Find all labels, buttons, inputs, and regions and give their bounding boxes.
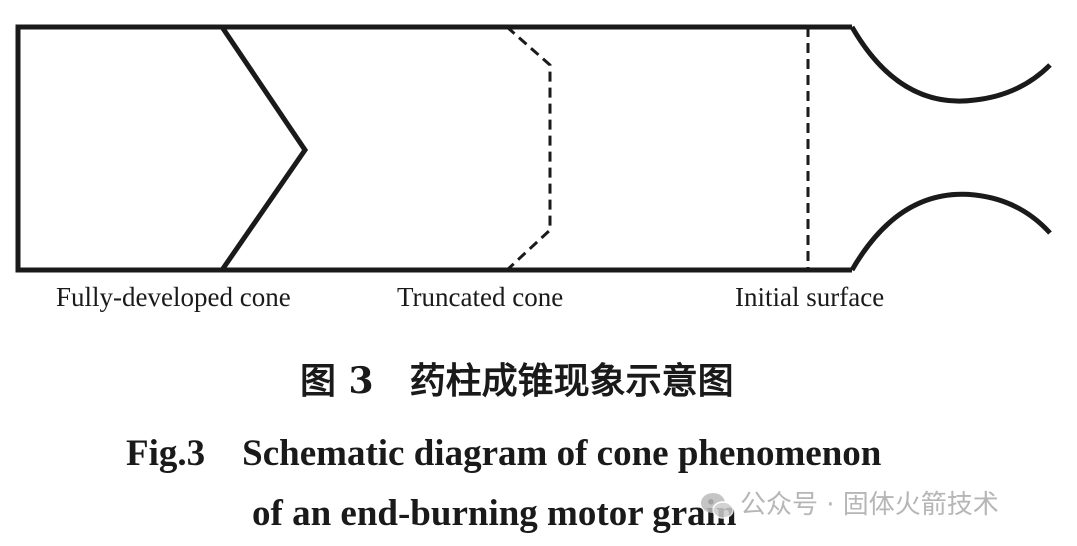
nozzle-lower-contour	[849, 191, 1052, 272]
label-initial-surface: Initial surface	[735, 282, 885, 312]
caption-english-line1: Fig.3 Schematic diagram of cone phenomen…	[126, 433, 882, 474]
label-truncated-cone: Truncated cone	[397, 282, 564, 312]
wechat-icon	[700, 492, 734, 520]
nozzle-upper-contour	[849, 25, 1052, 104]
label-fully-developed-cone: Fully-developed cone	[56, 282, 291, 312]
truncated-cone	[505, 25, 552, 272]
watermark: 公众号 · 固体火箭技术	[700, 484, 999, 521]
watermark-text: 公众号 · 固体火箭技术	[740, 490, 999, 520]
caption-chinese: 图 3 药柱成锥现象示意图	[300, 360, 734, 402]
caption-english-line2: of an end-burning motor grain	[252, 493, 737, 534]
fully-developed-cone	[219, 25, 309, 272]
motor-case-outline	[15, 24, 852, 273]
